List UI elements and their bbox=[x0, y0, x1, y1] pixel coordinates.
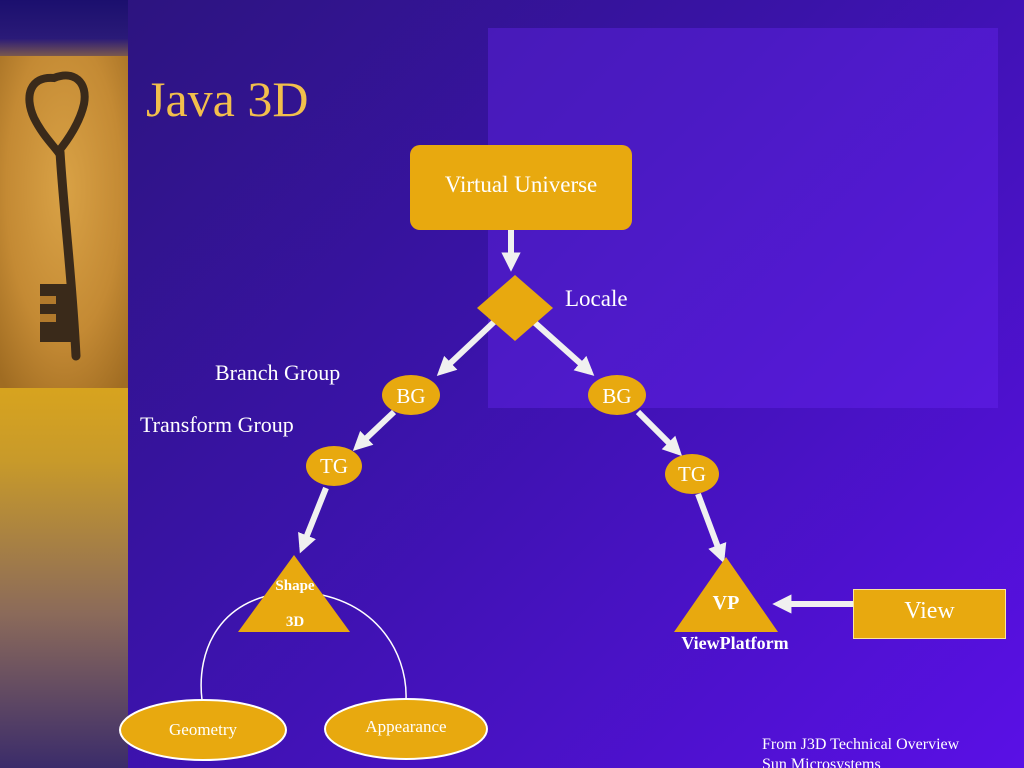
geometry-label: Geometry bbox=[169, 720, 237, 739]
bg-left-label: BG bbox=[396, 384, 426, 408]
arrow-tg-left-to-shape bbox=[298, 486, 329, 554]
slide-title: Java 3D bbox=[146, 71, 309, 127]
bg-node-right bbox=[588, 375, 646, 415]
branch-group-label: Branch Group bbox=[215, 360, 341, 385]
shape3d-label-line1: Shape bbox=[275, 578, 315, 594]
arrow-tg-right-to-vp bbox=[695, 492, 727, 564]
viewplatform-label: ViewPlatform bbox=[681, 633, 789, 653]
viewplatform-node bbox=[674, 557, 778, 632]
key-photo-icon bbox=[0, 56, 128, 388]
source-credit-line1: From J3D Technical Overview bbox=[762, 736, 960, 753]
appearance-label: Appearance bbox=[365, 717, 447, 736]
view-node: View bbox=[853, 589, 1006, 639]
transform-group-label: Transform Group bbox=[140, 412, 294, 437]
arrow-bg-left-to-tg-left bbox=[352, 409, 397, 451]
appearance-node bbox=[324, 698, 488, 760]
shape3d-node bbox=[238, 555, 350, 632]
virtual-universe-label: Virtual Universe bbox=[444, 171, 598, 197]
source-credit-line2: Sun Microsystems bbox=[762, 756, 881, 768]
tg-node-left bbox=[306, 446, 362, 486]
arrow-locale-to-bg-left bbox=[436, 319, 497, 376]
locale-label: Locale bbox=[565, 286, 628, 311]
locale-node bbox=[477, 275, 553, 341]
tg-left-label: TG bbox=[320, 454, 348, 478]
source-credit: From J3D Technical Overview Sun Microsys… bbox=[762, 735, 959, 768]
bg-node-left bbox=[382, 375, 440, 415]
shape3d-label-line2: 3D bbox=[285, 614, 305, 630]
geometry-node bbox=[119, 699, 287, 761]
vp-label: VP bbox=[712, 592, 740, 614]
virtual-universe-node: Virtual Universe bbox=[410, 145, 632, 230]
tg-right-label: TG bbox=[678, 462, 706, 486]
arrow-locale-to-bg-right bbox=[532, 319, 595, 376]
tg-node-right bbox=[665, 454, 719, 494]
view-label: View bbox=[904, 597, 955, 624]
bg-right-label: BG bbox=[602, 384, 632, 408]
arrow-bg-right-to-tg-right bbox=[635, 409, 683, 457]
